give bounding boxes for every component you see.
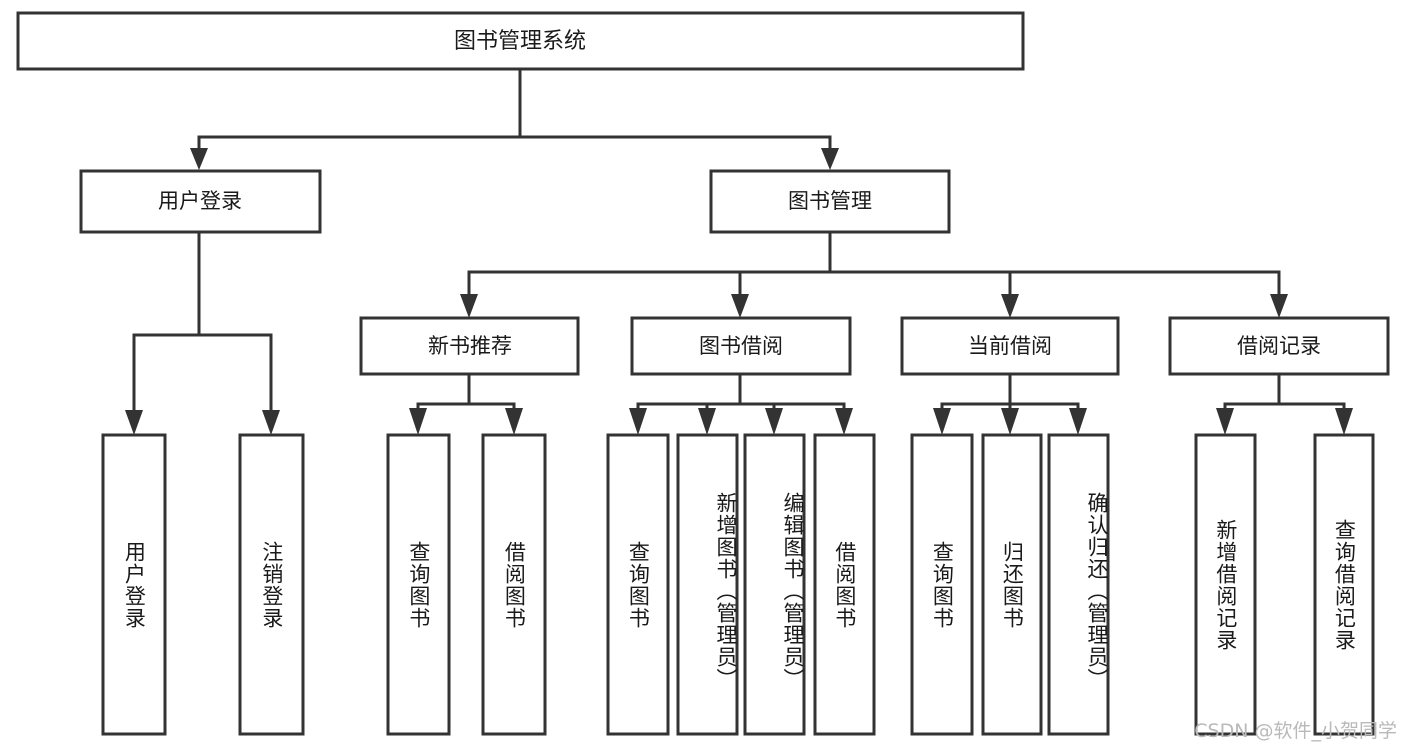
connector-group-new-book-recommend <box>409 372 523 435</box>
node-box-leaf-return-book[interactable] <box>981 433 1043 736</box>
arrow-head-leaf-query-book-1 <box>409 408 427 435</box>
arrow-head-leaf-borrow-book-1 <box>505 408 523 435</box>
node-box-leaf-add-book[interactable] <box>676 433 739 736</box>
node-box-leaf-query-book-2[interactable] <box>606 433 670 736</box>
node-box-book-manage[interactable] <box>709 169 951 234</box>
node-box-book-borrow[interactable] <box>630 316 852 376</box>
connector-group-root <box>190 67 839 170</box>
node-box-leaf-user-logout[interactable] <box>238 433 305 736</box>
arrow-head-leaf-add-book <box>698 408 716 435</box>
arrow-head-new-book-recommend <box>460 294 478 318</box>
arrow-head-leaf-query-book-2 <box>629 408 647 435</box>
node-label-user-login: 用户登录 <box>158 189 242 213</box>
node-box-leaf-query-book-3[interactable] <box>910 433 974 736</box>
connector-group-borrow-record <box>1216 372 1353 435</box>
node-box-borrow-record[interactable] <box>1168 316 1390 376</box>
node-box-leaf-confirm-return[interactable] <box>1047 433 1110 736</box>
watermark-text: CSDN @软件_小贺同学 <box>1194 720 1397 742</box>
arrow-head-leaf-user-logout <box>262 410 280 435</box>
arrow-head-leaf-add-record <box>1216 408 1234 435</box>
arrow-head-borrow-record <box>1270 294 1288 318</box>
node-box-leaf-query-book-1[interactable] <box>386 433 451 736</box>
node-box-leaf-borrow-book-1[interactable] <box>481 433 547 736</box>
node-box-root[interactable] <box>16 11 1025 71</box>
node-box-leaf-query-record[interactable] <box>1313 433 1375 736</box>
node-box-leaf-user-login[interactable] <box>101 433 167 736</box>
node-box-user-login[interactable] <box>79 169 322 234</box>
node-box-leaf-borrow-book-2[interactable] <box>813 433 876 736</box>
arrow-head-leaf-confirm-return <box>1069 408 1087 435</box>
node-label-book-borrow: 图书借阅 <box>699 334 783 358</box>
connector-group-user-login <box>125 230 280 435</box>
node-box-new-book-recommend[interactable] <box>359 316 580 376</box>
node-label-borrow-record: 借阅记录 <box>1237 334 1321 358</box>
connector-group-book-manage <box>460 230 1288 318</box>
arrow-head-leaf-return-book <box>1001 408 1019 435</box>
arrow-head-book-manage <box>821 148 839 170</box>
node-box-leaf-add-record[interactable] <box>1194 433 1257 736</box>
arrow-head-leaf-edit-book <box>765 408 783 435</box>
arrow-head-current-borrow <box>1001 294 1019 318</box>
arrow-head-user-login <box>190 148 208 170</box>
node-label-new-book-recommend: 新书推荐 <box>428 334 512 358</box>
node-box-current-borrow[interactable] <box>900 316 1120 376</box>
node-label-root: 图书管理系统 <box>454 29 586 54</box>
node-label-current-borrow: 当前借阅 <box>968 334 1052 358</box>
connector-group-book-borrow <box>629 372 853 435</box>
arrow-head-leaf-query-record <box>1335 408 1353 435</box>
arrow-head-leaf-query-book-3 <box>933 408 951 435</box>
node-box-leaf-edit-book[interactable] <box>743 433 806 736</box>
connector-group-current-borrow <box>933 372 1087 435</box>
arrow-head-leaf-borrow-book-2 <box>835 408 853 435</box>
arrow-head-book-borrow <box>731 294 749 318</box>
arrow-head-leaf-user-login <box>125 410 143 435</box>
node-label-book-manage: 图书管理 <box>788 189 872 213</box>
